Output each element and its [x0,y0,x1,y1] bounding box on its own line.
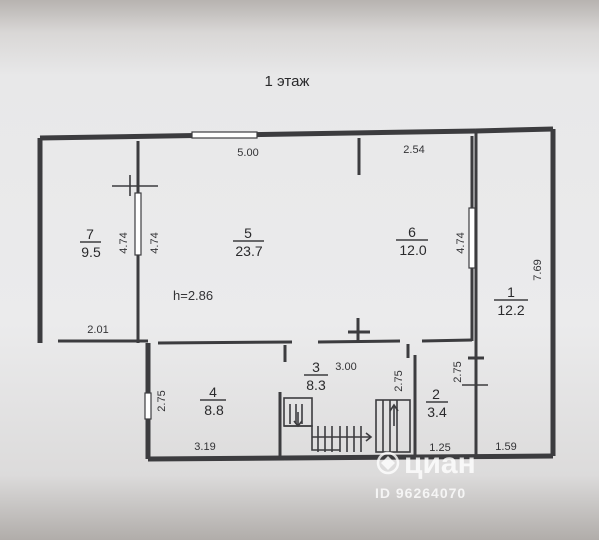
dim-room2-height: 2.75 [452,361,464,382]
watermark-brand: циан [404,447,476,480]
dim-room6-height: 4.74 [455,232,467,253]
room-2-number: 2 [432,386,440,402]
ceiling-height: h=2.86 [173,288,213,303]
room-4-area: 8.8 [204,402,224,418]
dim-room3-width: 3.00 [335,361,356,373]
dim-room5-height: 4.74 [149,232,161,253]
window-top [191,131,258,139]
watermark: циан ID 96264070 [375,447,476,501]
window-room6 [468,207,476,269]
watermark-id: ID 96264070 [375,485,466,501]
window-room7 [134,192,142,256]
inner-walls [58,131,484,457]
dim-top-room5: 5.00 [237,147,258,159]
room-1-number: 1 [507,284,515,300]
dim-room4-width: 3.19 [194,441,215,453]
dim-top-room6: 2.54 [403,144,424,156]
dim-room7-height: 4.74 [118,232,130,253]
dimension-labels: 5.00 2.54 2.01 3.00 3.19 1.25 1.59 4.74 … [87,144,544,454]
cian-logo-icon [376,451,400,475]
room-3-area: 8.3 [306,377,326,393]
room-7-number: 7 [86,226,94,242]
dim-room4-height: 2.75 [156,390,168,411]
staircase [283,397,411,453]
dim-room2-width: 1.25 [429,442,450,454]
room-3-number: 3 [312,359,320,375]
dim-room1-width: 1.59 [495,441,516,453]
windows [134,131,476,420]
dim-room7-width: 2.01 [87,324,108,336]
room-1-area: 12.2 [497,302,524,318]
window-room4 [144,392,152,420]
room-5-area: 23.7 [235,243,262,259]
room-7-area: 9.5 [81,244,101,260]
room-6-area: 12.0 [399,242,426,258]
dim-room3-height: 2.75 [393,370,405,391]
room-4-number: 4 [209,384,217,400]
room-6-number: 6 [408,224,416,240]
room-2-area: 3.4 [427,404,447,420]
room-5-number: 5 [244,225,252,241]
room-labels: 7 9.5 5 23.7 6 12.0 1 12.2 4 8.8 3 8.3 2… [80,224,528,420]
wall-ticks [112,175,488,386]
dim-room1-height: 7.69 [532,259,544,280]
floor-title: 1 этаж [265,73,310,90]
